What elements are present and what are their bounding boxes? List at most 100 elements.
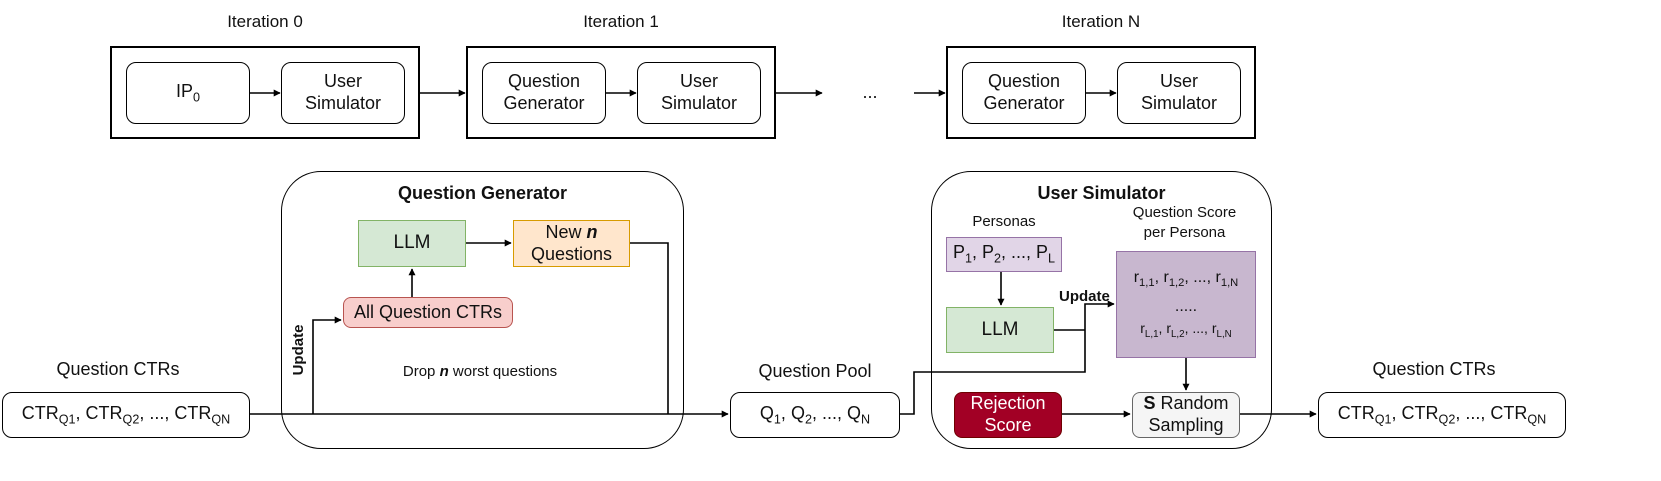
matrix-cell-base: r — [1215, 269, 1221, 287]
line-new-questions-down — [630, 242, 669, 414]
arrow-pool-to-score-matrix — [900, 300, 1115, 415]
matrix-cell-subscript: 1,2 — [1168, 277, 1185, 290]
pool-subscript: 2 — [804, 412, 812, 427]
question-generator-llm-box: LLM — [358, 220, 466, 267]
drop-suffix: worst questions — [452, 363, 558, 380]
question-generator-title: Question Generator — [397, 183, 568, 203]
iteration-1-user-simulator-label: User Simulator — [660, 71, 738, 113]
personas-box: P1, P2, ..., PL — [946, 237, 1062, 272]
right-question-ctrs-box: CTRQ1, CTRQ2, ..., CTRQN — [1318, 392, 1566, 438]
ctr-base: CTR — [21, 402, 59, 423]
drop-n: n — [439, 363, 449, 380]
matrix-separator: , ..., — [1184, 269, 1216, 287]
pool-base: Q — [759, 402, 774, 423]
ctr-base: CTR — [1337, 402, 1375, 423]
user-simulator-update-label: Update — [1059, 288, 1110, 305]
matrix-cell-base: r — [1140, 320, 1145, 337]
matrix-separator: , — [1158, 320, 1167, 337]
matrix-cell-subscript: L,N — [1216, 328, 1232, 340]
pool-base: Q — [790, 402, 805, 423]
iteration-n-question-generator-label: Question Generator — [983, 71, 1065, 113]
new-questions-n: n — [586, 221, 598, 242]
question-score-label-line1: Question Score — [1132, 204, 1237, 221]
ctr-subscript: QN — [211, 412, 231, 427]
matrix-cell-subscript: L,2 — [1170, 328, 1185, 340]
persona-l-subscript: L — [1048, 251, 1056, 266]
score-matrix-row-l: rL,1, rL,2, ..., rL,N — [1140, 320, 1232, 341]
sampling-line1: Random — [1155, 393, 1229, 414]
pool-separator: , ..., — [811, 402, 847, 423]
question-pool-label: Question Pool — [758, 361, 872, 381]
rejection-score-line1: Rejection — [970, 393, 1046, 414]
question-score-label: Question Score per Persona — [1107, 203, 1262, 242]
ctr-subscript: QN — [1527, 412, 1547, 427]
persona-2: P — [981, 242, 994, 263]
ctr-subscript: Q1 — [58, 412, 76, 427]
ctr-base: CTR — [85, 402, 123, 423]
persona-1: P — [952, 242, 965, 263]
score-matrix-box: r1,1, r1,2, ..., r1,N ..... rL,1, rL,2, … — [1116, 251, 1256, 358]
pool-separator: , — [780, 402, 791, 423]
initial-prompt-subscript: 0 — [193, 90, 201, 105]
persona-l: P — [1036, 242, 1049, 263]
matrix-cell-subscript: 1,N — [1220, 277, 1239, 290]
score-matrix-row-1: r1,1, r1,2, ..., r1,N — [1134, 268, 1239, 291]
matrix-separator: , ..., — [1184, 320, 1212, 337]
iteration-n-user-simulator-label: User Simulator — [1140, 71, 1218, 113]
ctr-subscript: Q2 — [1438, 412, 1456, 427]
arrow-update-to-all-ctrs — [312, 316, 342, 414]
iteration-0-user-simulator-label: User Simulator — [304, 71, 382, 113]
pool-subscript: N — [861, 412, 871, 427]
iteration-n-title: Iteration N — [1061, 12, 1141, 31]
user-simulator-llm-box: LLM — [946, 307, 1054, 353]
persona-1-subscript: 1 — [964, 251, 972, 266]
question-score-label-line2: per Persona — [1143, 223, 1226, 241]
iteration-1-user-simulator-box: User Simulator — [637, 62, 761, 124]
iteration-0-title: Iteration 0 — [227, 12, 303, 31]
matrix-cell-base: r — [1211, 320, 1217, 337]
ctr-base: CTR — [1490, 402, 1528, 423]
matrix-cell-subscript: 1,1 — [1139, 277, 1155, 290]
initial-prompt-label: IP — [175, 80, 193, 101]
new-questions-suffix: Questions — [530, 243, 613, 264]
iteration-n-user-simulator-box: User Simulator — [1117, 62, 1241, 124]
sampling-s: S — [1143, 393, 1156, 414]
right-question-ctrs-label: Question CTRs — [1372, 359, 1496, 379]
ctr-base: CTR — [174, 402, 212, 423]
user-simulator-title: User Simulator — [1037, 183, 1166, 203]
left-question-ctrs-label: Question CTRs — [56, 359, 180, 379]
iteration-ellipsis: ... — [862, 82, 878, 102]
iteration-0-user-simulator-box: User Simulator — [281, 62, 405, 124]
all-question-ctrs-box: All Question CTRs — [343, 297, 513, 328]
ctr-base: CTR — [1401, 402, 1439, 423]
drop-worst-questions-note: Drop n worst questions — [360, 362, 600, 382]
ctr-subscript: Q2 — [122, 412, 140, 427]
ctr-subscript: Q1 — [1374, 412, 1392, 427]
rejection-score-box: Rejection Score — [954, 392, 1062, 438]
iteration-1-title: Iteration 1 — [583, 12, 659, 31]
iteration-1-question-generator-box: Question Generator — [482, 62, 606, 124]
matrix-cell-base: r — [1133, 269, 1140, 287]
persona-separator-2: , ..., — [1001, 242, 1037, 263]
persona-2-subscript: 2 — [994, 251, 1002, 266]
left-question-ctrs-box: CTRQ1, CTRQ2, ..., CTRQN — [2, 392, 250, 438]
initial-prompt-box: IP0 — [126, 62, 250, 124]
iteration-n-question-generator-box: Question Generator — [962, 62, 1086, 124]
ctr-separator: , — [1391, 402, 1402, 423]
persona-separator-1: , — [971, 242, 982, 263]
iteration-1-question-generator-label: Question Generator — [503, 71, 585, 113]
new-questions-box: New n Questions — [513, 220, 630, 267]
drop-prefix: Drop — [402, 363, 436, 380]
pool-base: Q — [846, 402, 861, 423]
ctr-separator: , ..., — [1455, 402, 1491, 423]
pool-subscript: 1 — [773, 412, 781, 427]
matrix-cell-subscript: L,1 — [1144, 328, 1159, 340]
question-pool-box: Q1, Q2, ..., QN — [730, 392, 900, 438]
new-questions-prefix: New — [545, 221, 582, 242]
ctr-separator: , — [75, 402, 86, 423]
matrix-cell-base: r — [1166, 320, 1171, 337]
ctr-separator: , ..., — [139, 402, 175, 423]
personas-label: Personas — [972, 213, 1036, 230]
